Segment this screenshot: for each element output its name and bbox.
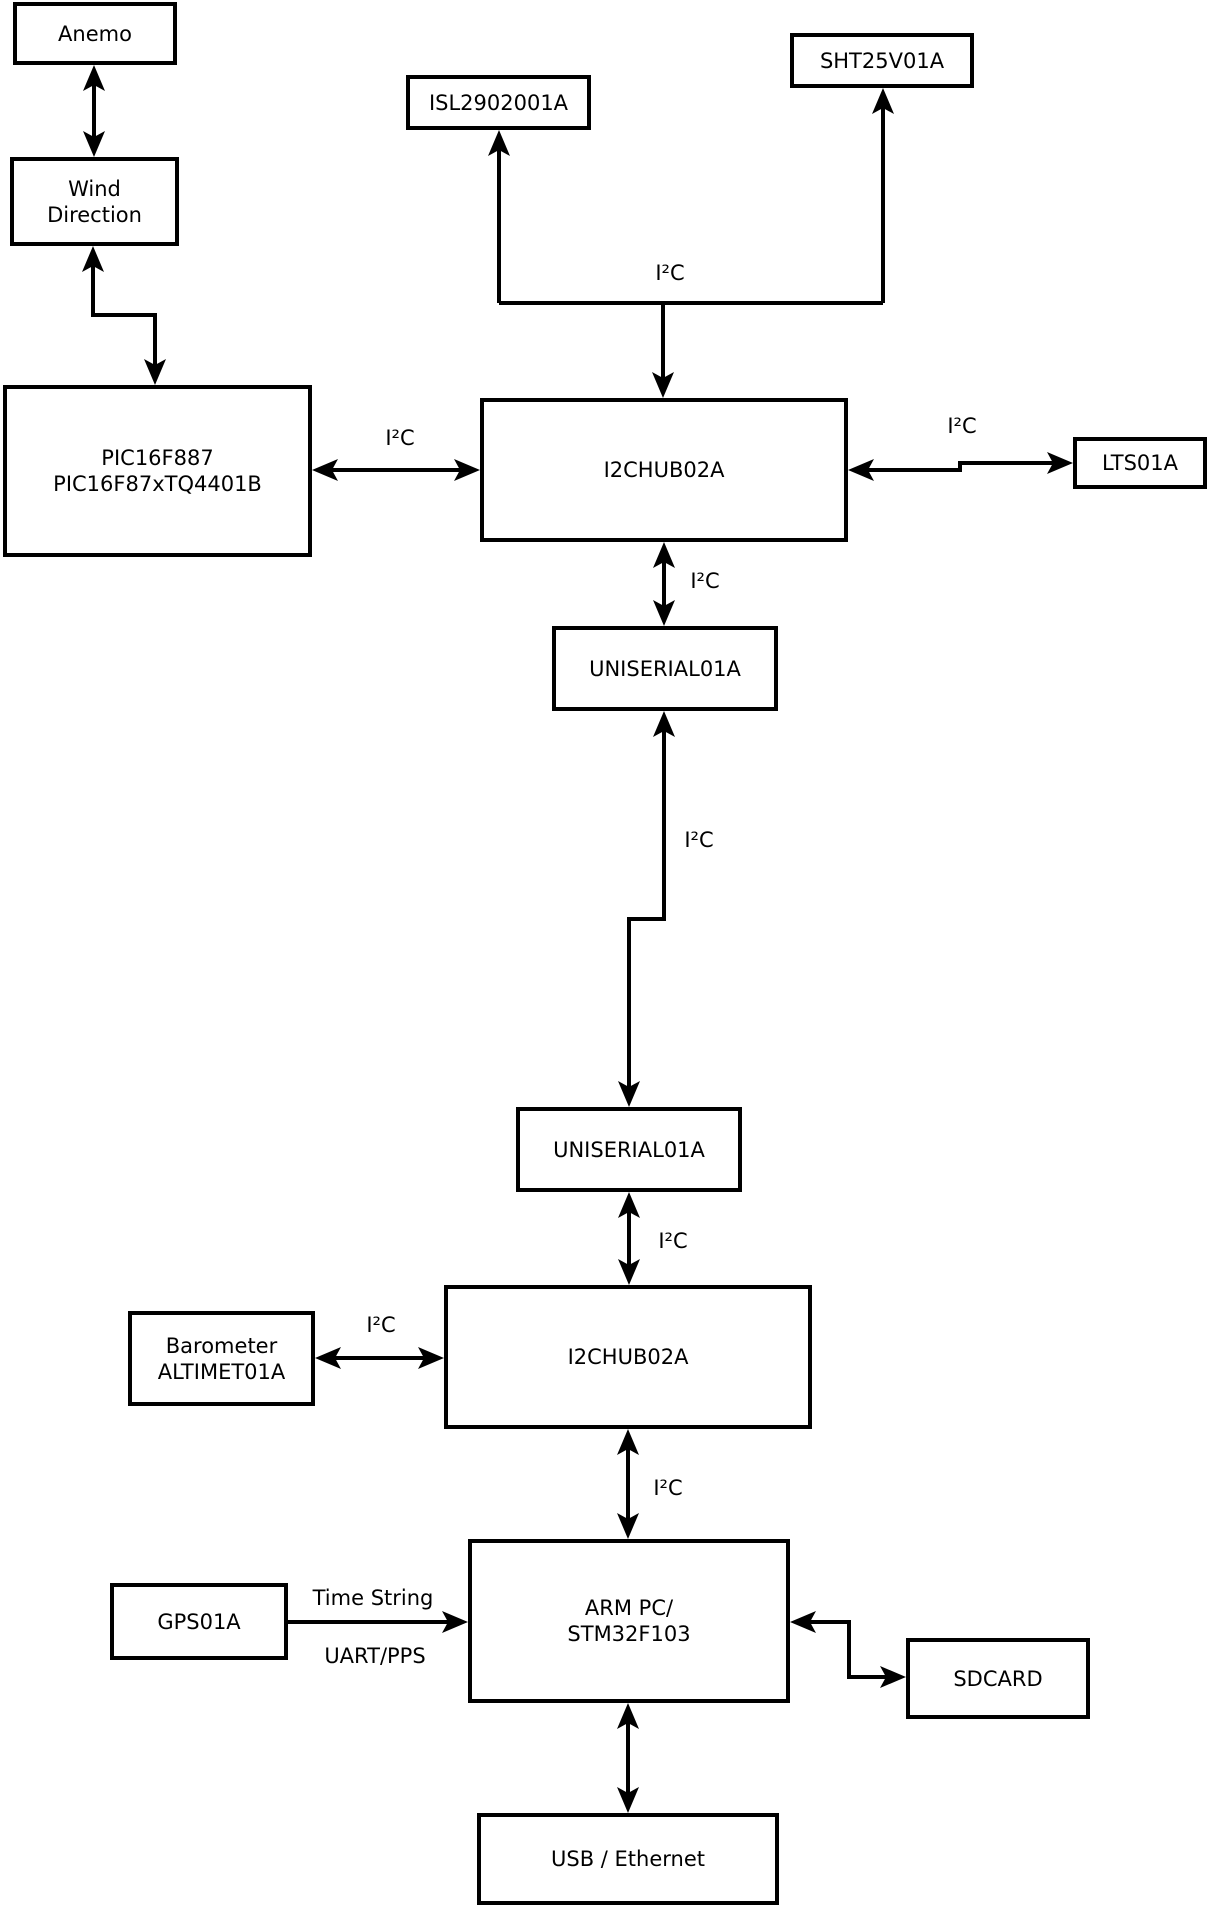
- label-i2c-pic-hub: I²C: [385, 426, 415, 450]
- connector-i2chub-top-bus: [488, 88, 894, 398]
- connector-arm-sdcard: [790, 1611, 906, 1688]
- box-pic16f887-line1: PIC16F887: [101, 446, 214, 470]
- arrowhead-up: [82, 246, 104, 272]
- wire: [91, 264, 157, 367]
- arrowhead-down: [617, 1513, 639, 1539]
- connector-gps-arm: [288, 1611, 468, 1633]
- box-wind-direction: Wind Direction: [10, 157, 179, 246]
- box-i2chub02a-top: I2CHUB02A: [480, 398, 848, 542]
- box-i2chub02a-bottom: I2CHUB02A: [444, 1285, 812, 1429]
- arrowhead-left: [315, 1347, 341, 1369]
- connector-i2chub-top-lts: [848, 452, 1073, 481]
- box-isl2902001a: ISL2902001A: [406, 75, 591, 130]
- box-i2chub02a-top-label: I2CHUB02A: [603, 458, 725, 482]
- wire: [808, 1620, 888, 1679]
- box-arm-pc-line2: STM32F103: [567, 1622, 691, 1646]
- label-time-string: Time String: [312, 1586, 434, 1610]
- arrowhead-left: [848, 459, 874, 481]
- arrowhead-up: [83, 65, 105, 91]
- box-gps01a: GPS01A: [110, 1583, 288, 1660]
- box-arm-pc-stm32f103: ARM PC/ STM32F103: [468, 1539, 790, 1703]
- label-i2c-hub2-arm: I²C: [653, 1476, 683, 1500]
- box-uniserial01a-top-label: UNISERIAL01A: [589, 656, 741, 681]
- label-i2c-uniserial-hub2: I²C: [658, 1229, 688, 1253]
- connector-i2chub-bottom-arm: [617, 1429, 639, 1539]
- connector-anemo-wind: [83, 65, 105, 157]
- arrowhead-up: [618, 1192, 640, 1218]
- label-i2c-hub-uniserial: I²C: [690, 569, 720, 593]
- box-pic16f887: PIC16F887 PIC16F87xTQ4401B: [3, 385, 312, 557]
- arrowhead-down: [83, 131, 105, 157]
- box-pic16f887-label: PIC16F887 PIC16F87xTQ4401B: [53, 445, 262, 497]
- box-usb-ethernet-label: USB / Ethernet: [551, 1847, 705, 1871]
- label-uart-pps: UART/PPS: [324, 1644, 426, 1668]
- arrowhead-up: [653, 542, 675, 568]
- label-i2c-barometer-hub2: I²C: [366, 1313, 396, 1337]
- box-sdcard: SDCARD: [906, 1638, 1090, 1719]
- box-gps01a-label: GPS01A: [157, 1609, 241, 1634]
- box-anemo: Anemo: [13, 2, 177, 65]
- box-barometer-line1: Barometer: [165, 1333, 278, 1358]
- label-i2c-hub-lts: I²C: [947, 414, 977, 438]
- box-wind-direction-label: Wind Direction: [47, 176, 142, 228]
- box-barometer-altimet01a-label: Barometer ALTIMET01A: [158, 1333, 286, 1385]
- wire: [627, 729, 666, 1089]
- box-lts01a: LTS01A: [1073, 437, 1207, 489]
- arrowhead-up: [872, 88, 894, 114]
- arrowhead-right: [1047, 452, 1073, 474]
- connector-pic-i2chub-top: [312, 459, 480, 481]
- connector-barometer-i2chub-bottom: [315, 1347, 444, 1369]
- connector-arm-usb: [617, 1703, 639, 1813]
- arrowhead-up: [488, 130, 510, 156]
- arrowhead-up: [617, 1429, 639, 1455]
- arrowhead-right: [880, 1666, 906, 1688]
- arrowhead-up: [617, 1703, 639, 1729]
- arrowhead-down: [618, 1259, 640, 1285]
- box-anemo-label: Anemo: [58, 21, 132, 46]
- box-usb-ethernet: USB / Ethernet: [477, 1813, 779, 1905]
- connector-wind-pic: [82, 246, 166, 385]
- arrowhead-up: [653, 711, 675, 737]
- box-lts01a-label: LTS01A: [1101, 451, 1179, 475]
- arrowhead-right: [418, 1347, 444, 1369]
- arrowhead-down: [144, 359, 166, 385]
- label-i2c-hub-top-bus: I²C: [655, 261, 685, 285]
- arrowhead-down: [653, 600, 675, 626]
- connector-uniserial-bottom-i2chub-bottom: [618, 1192, 640, 1285]
- box-arm-pc-stm32f103-label: ARM PC/ STM32F103: [567, 1595, 690, 1647]
- box-wind-direction-line1: Wind: [68, 176, 121, 201]
- box-uniserial01a-top: UNISERIAL01A: [552, 626, 778, 711]
- box-i2chub02a-bottom-label: I2CHUB02A: [567, 1345, 689, 1369]
- arrowhead-left: [790, 1611, 816, 1633]
- box-barometer-altimet01a: Barometer ALTIMET01A: [128, 1311, 315, 1406]
- box-sht25v01a: SHT25V01A: [790, 33, 974, 88]
- wire: [866, 461, 1055, 472]
- arrowhead-down: [618, 1081, 640, 1107]
- box-uniserial01a-bottom: UNISERIAL01A: [516, 1107, 742, 1192]
- box-sdcard-label: SDCARD: [953, 1666, 1043, 1691]
- arrowhead-right: [442, 1611, 468, 1633]
- box-sht25v01a-label: SHT25V01A: [819, 48, 945, 73]
- box-pic16f887-line2: PIC16F87xTQ4401B: [53, 472, 262, 496]
- box-barometer-line2: ALTIMET01A: [157, 1359, 286, 1384]
- arrowhead-right: [454, 459, 480, 481]
- connector-i2chub-top-uniserial-top: [653, 542, 675, 626]
- arrowhead-down: [652, 372, 674, 398]
- box-uniserial01a-bottom-label: UNISERIAL01A: [553, 1137, 705, 1162]
- box-arm-pc-line1: ARM PC/: [584, 1596, 674, 1620]
- box-isl2902001a-label: ISL2902001A: [428, 90, 569, 115]
- connector-uniserial-top-uniserial-bottom: [618, 711, 675, 1107]
- arrowhead-down: [617, 1787, 639, 1813]
- box-wind-direction-line2: Direction: [47, 202, 142, 227]
- label-i2c-uniserial-uniserial: I²C: [684, 828, 714, 852]
- arrowhead-left: [312, 459, 338, 481]
